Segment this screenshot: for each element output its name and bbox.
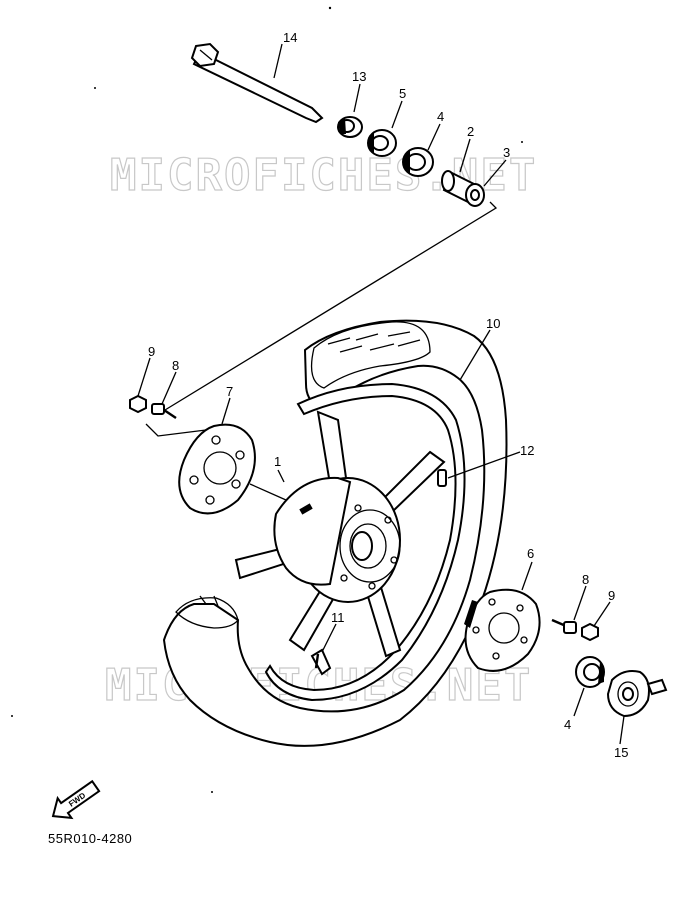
callout-7: 7 [226,384,233,399]
callout-4-upper: 4 [437,109,444,124]
callout-4-lower: 4 [564,717,571,732]
hub-bolt-holes [340,504,398,590]
valve [310,648,332,676]
axle-collar [337,116,363,138]
callout-8-right: 8 [582,572,589,587]
cast-wheel [234,382,466,702]
callout-13: 13 [352,69,366,84]
callout-14: 14 [283,30,297,45]
assembly-guide-lines [145,201,498,437]
bearing-upper [402,147,434,177]
scan-specks [11,6,523,793]
callout-12: 12 [520,443,534,458]
forward-arrow: FWD [51,779,101,820]
balance-weight [437,469,447,487]
nut-left [129,394,147,414]
callout-5: 5 [399,86,406,101]
nut-right [581,622,599,642]
front-axle [190,42,324,124]
callout-10: 10 [486,316,500,331]
spacer-flange [465,183,485,207]
callout-1: 1 [274,454,281,469]
oil-seal [367,129,397,157]
brake-disc-left [178,423,256,515]
callout-3: 3 [503,145,510,160]
bolt-left [151,403,177,419]
speedometer-gear-unit [606,670,668,718]
callout-2: 2 [467,124,474,139]
callout-9-left: 9 [148,344,155,359]
callout-9-right: 9 [608,588,615,603]
drawing-code: 55R010-4280 [48,831,132,846]
brake-disc-right [464,588,541,672]
callout-8-left: 8 [172,358,179,373]
bearing-lower [575,656,605,688]
callout-numbers: 14 13 5 4 2 3 10 9 8 7 12 1 6 8 9 11 4 1… [148,30,628,760]
callout-15: 15 [614,745,628,760]
leader-lines [137,43,625,745]
callout-11: 11 [331,610,345,625]
tire [162,319,508,747]
callout-6: 6 [527,546,534,561]
bolt-right [551,618,577,634]
